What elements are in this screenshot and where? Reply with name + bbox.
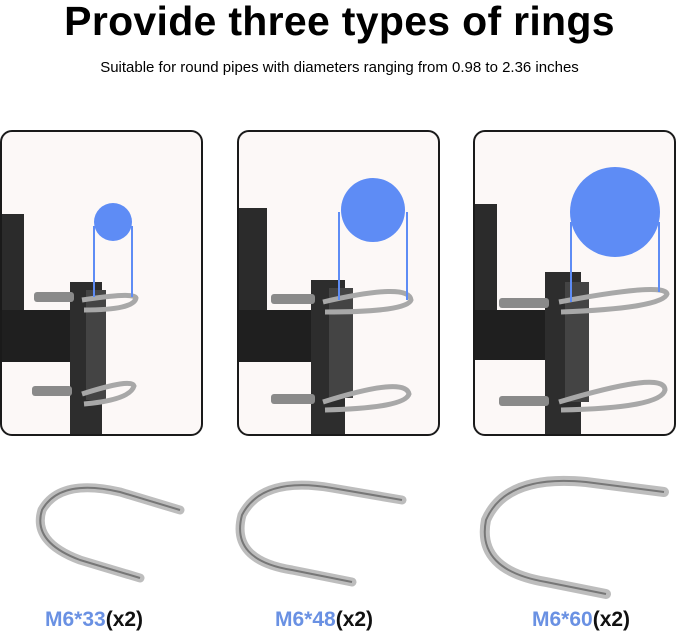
- ring-qty: (x2): [592, 608, 631, 631]
- bracket-mount-icon: [239, 178, 414, 434]
- u-bolt-medium-icon: [235, 480, 407, 587]
- mount-illustration-small: [0, 130, 203, 436]
- u-bolt-small-icon: [35, 483, 185, 583]
- bracket-mount-icon: [2, 203, 139, 434]
- page-title: Provide three types of rings: [64, 0, 615, 44]
- ring-size-label-small: M6*33(x2): [45, 608, 143, 632]
- pipe-diameter-circle: [341, 178, 405, 242]
- ring-size: M6*33: [45, 608, 106, 631]
- page-subtitle: Suitable for round pipes with diameters …: [100, 59, 579, 76]
- ring-size-label-large: M6*60(x2): [532, 608, 630, 632]
- mount-illustration-medium: [237, 130, 440, 436]
- mount-illustration-large: [473, 130, 676, 436]
- pipe-diameter-circle: [94, 203, 132, 241]
- ring-qty: (x2): [335, 608, 374, 631]
- bracket-mount-icon: [475, 167, 670, 434]
- ring-size-label-medium: M6*48(x2): [275, 608, 373, 632]
- ring-size: M6*60: [532, 608, 593, 631]
- ring-size: M6*48: [275, 608, 336, 631]
- u-bolt-large-icon: [479, 475, 669, 599]
- ring-qty: (x2): [105, 608, 144, 631]
- pipe-diameter-circle: [570, 167, 660, 257]
